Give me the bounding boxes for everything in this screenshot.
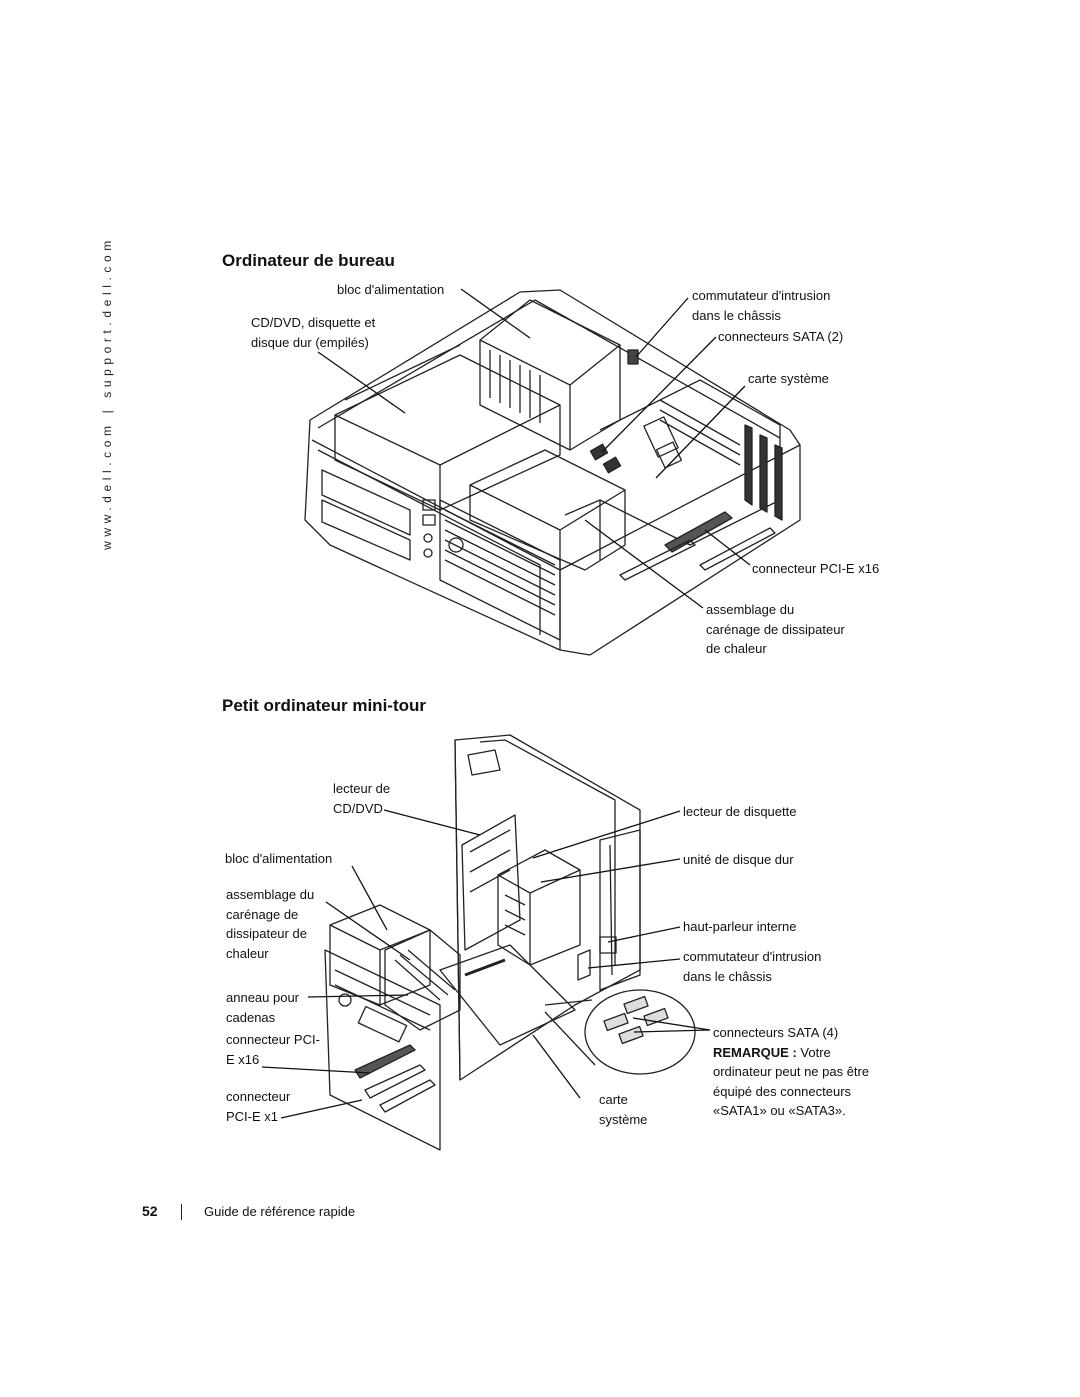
label-drives: CD/DVD, disquette et disque dur (empilés…: [251, 315, 376, 350]
label-intrusion-switch: commutateur d'intrusion dans le châssis: [692, 288, 831, 323]
page-number: 52: [142, 1203, 158, 1219]
label-floppy-drive: lecteur de disquette: [683, 804, 797, 819]
minitower-title: Petit ordinateur mini-tour: [222, 696, 426, 715]
desktop-title: Ordinateur de bureau: [222, 251, 395, 270]
label-system-board: carte système: [748, 371, 829, 386]
label-sata-connectors: connecteurs SATA (2): [718, 329, 844, 344]
label-mt-intrusion-switch: commutateur d'intrusion dans le châssis: [683, 949, 822, 984]
label-mt-system-board: carte système: [599, 1092, 648, 1127]
sata-note-first-line: REMARQUE : Votre: [713, 1044, 831, 1060]
footer-separator: [181, 1204, 182, 1220]
label-mt-heatsink: assemblage du carénage de dissipateur de…: [226, 887, 315, 961]
label-pcie-connector: connecteur PCI-E x16: [752, 561, 880, 576]
label-internal-speaker: haut-parleur interne: [683, 919, 797, 934]
label-pcie-x1: connecteur PCI-E x1: [226, 1089, 291, 1124]
label-mt-psu: bloc d'alimentation: [225, 851, 333, 866]
label-pcie-x16: connecteur PCI- E x16: [226, 1032, 320, 1067]
label-cddvd-drive: lecteur de CD/DVD: [333, 781, 391, 816]
footer-doc-title: Guide de référence rapide: [204, 1204, 356, 1219]
label-hard-drive: unité de disque dur: [683, 852, 794, 867]
label-heatsink-assembly: assemblage du carénage de dissipateur de…: [706, 602, 845, 656]
minitower-illustration: [261, 734, 711, 1151]
label-padlock-ring: anneau pour cadenas: [226, 990, 300, 1025]
label-mt-sata-connectors: connecteurs SATA (4) REMARQUE : Votre or…: [713, 1025, 870, 1118]
label-psu: bloc d'alimentation: [337, 282, 445, 297]
desktop-illustration: [304, 288, 801, 656]
